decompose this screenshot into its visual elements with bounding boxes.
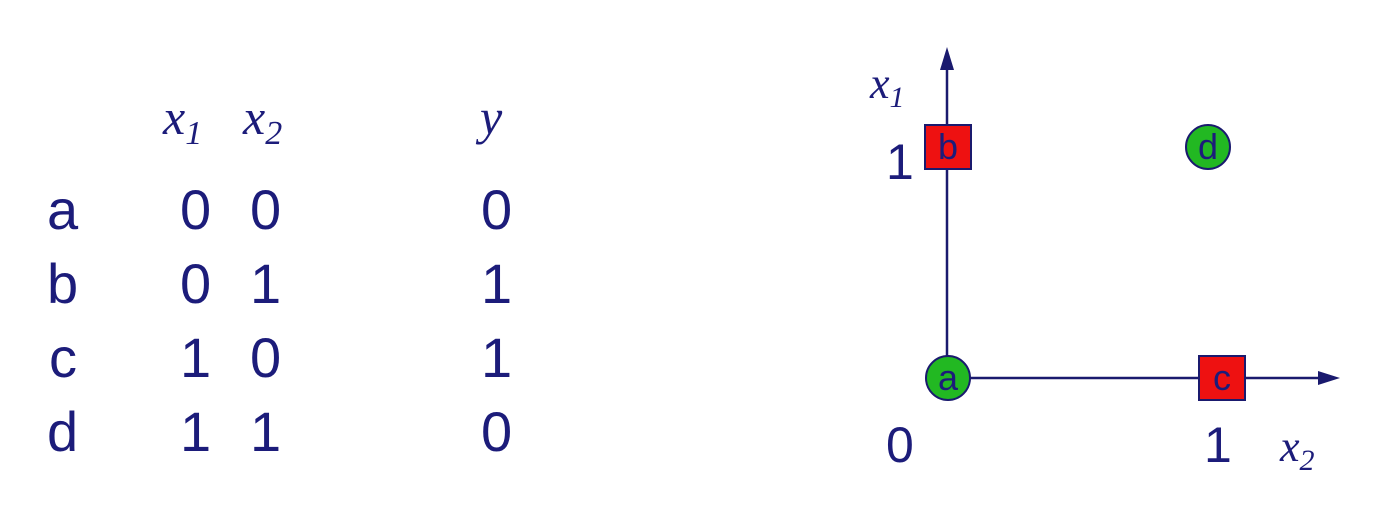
- axis-x2-label-subscript: 2: [1299, 444, 1315, 477]
- tick-origin: 0: [886, 417, 914, 473]
- header-x1-subscript: 1: [185, 115, 203, 152]
- row-b-x1: 0: [180, 252, 212, 315]
- row-c-y: 1: [481, 326, 513, 389]
- header-x1-base: x: [163, 89, 186, 145]
- row-a-label: a: [47, 178, 79, 241]
- tick-x1-one: 1: [886, 134, 914, 190]
- row-c-x2: 0: [250, 326, 282, 389]
- row-b-label: b: [47, 252, 79, 315]
- tick-x2-one: 1: [1204, 417, 1232, 473]
- axis-x1-label: x1: [870, 62, 905, 113]
- row-c-x1: 1: [180, 326, 212, 389]
- row-a-x2: 0: [250, 178, 282, 241]
- point-a-marker: a: [925, 355, 971, 401]
- row-b-y: 1: [481, 252, 513, 315]
- header-x1: x1: [163, 92, 202, 151]
- point-c-marker: c: [1198, 355, 1246, 401]
- row-d-x2: 1: [250, 400, 282, 463]
- axis-x2-label: x2: [1280, 425, 1315, 476]
- point-b-marker: b: [924, 124, 972, 170]
- point-d-marker: d: [1185, 124, 1231, 170]
- row-a-y: 0: [481, 178, 513, 241]
- axis-x1-label-subscript: 1: [889, 81, 905, 114]
- header-x2: x2: [243, 92, 282, 151]
- header-x2-base: x: [243, 89, 266, 145]
- row-c-label: c: [49, 326, 77, 389]
- axis-x1-label-base: x: [870, 59, 890, 108]
- row-d-label: d: [47, 400, 79, 463]
- header-y: y: [480, 89, 503, 145]
- row-d-x1: 1: [180, 400, 212, 463]
- axis-x2-label-base: x: [1280, 422, 1300, 471]
- header-x2-subscript: 2: [265, 115, 283, 152]
- row-b-x2: 1: [250, 252, 282, 315]
- x2-axis-arrow-icon: [1318, 371, 1340, 385]
- x1-axis-arrow-icon: [940, 47, 954, 70]
- row-a-x1: 0: [180, 178, 212, 241]
- row-d-y: 0: [481, 400, 513, 463]
